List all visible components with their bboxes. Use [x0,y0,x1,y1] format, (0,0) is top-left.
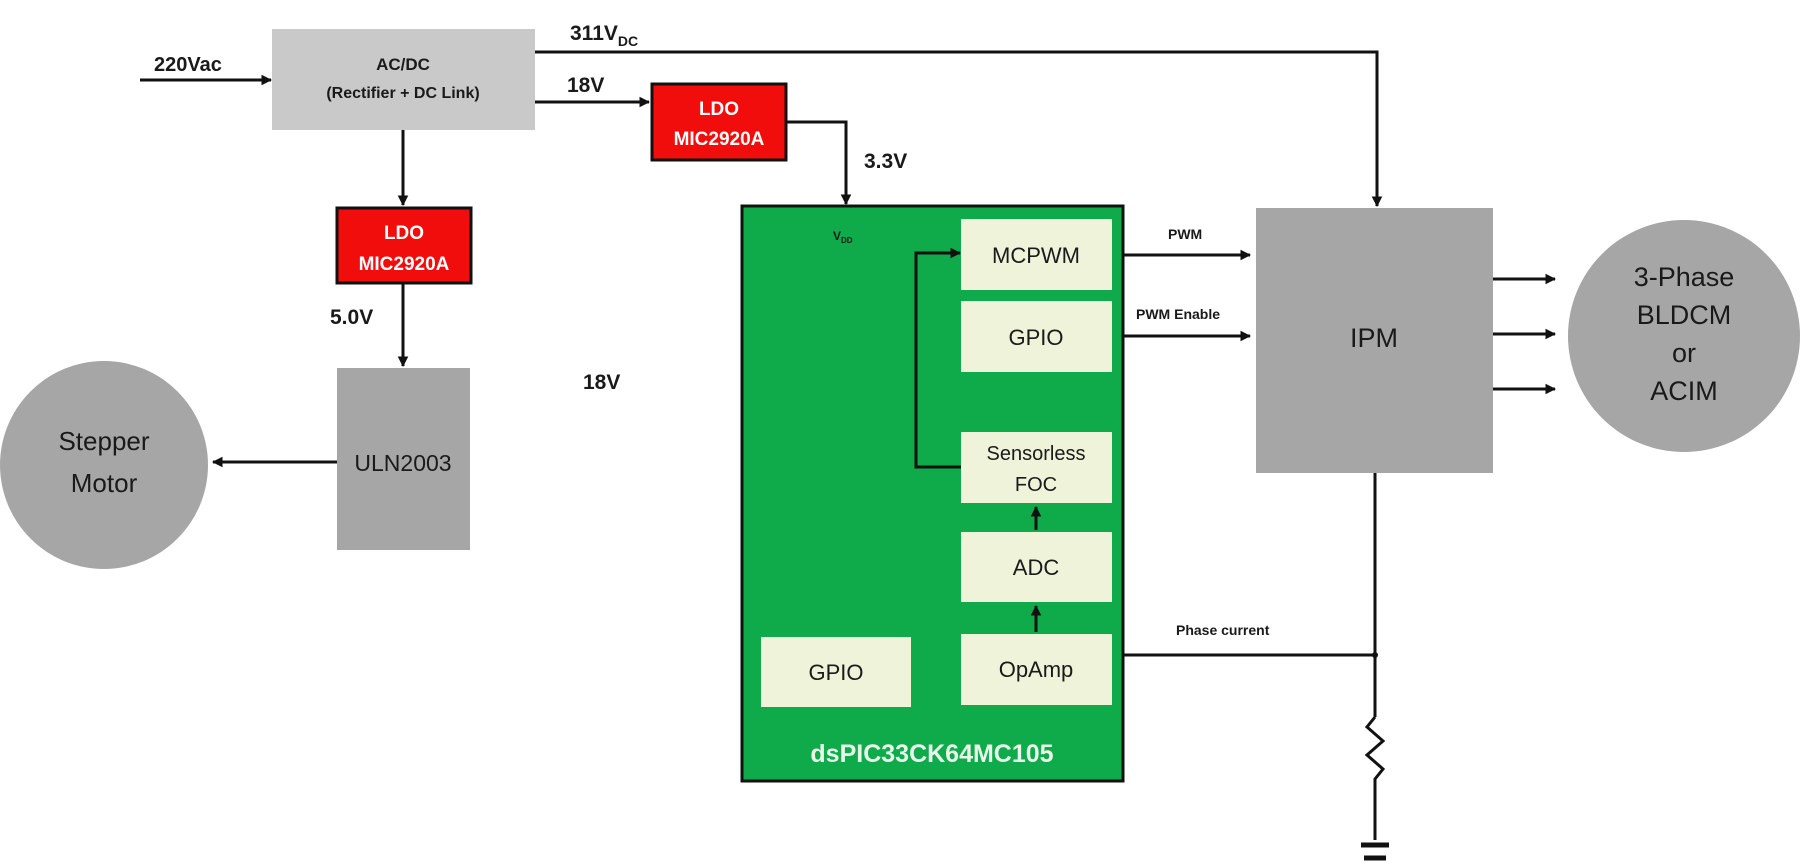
ldo-left-line1: LDO [384,223,424,244]
ldo-left-line2: MIC2920A [359,254,450,275]
rail-3v3-wire [786,120,852,206]
pwm-enable-label: PWM Enable [1136,306,1220,322]
acdc-subtitle: (Rectifier + DC Link) [326,85,479,102]
input-label: 220Vac [154,54,222,76]
stepper-line2: Motor [71,468,138,498]
motor-line2: BLDCM [1637,300,1732,330]
acdc-block [272,29,535,130]
adc-label: ADC [1013,555,1060,580]
ldo-top-line2: MIC2920A [674,129,765,150]
ipm-block [1256,208,1493,473]
phase-current-label: Phase current [1176,622,1270,638]
ldo-left-block [335,206,473,285]
gpio-left-block [761,637,911,707]
dc-bus-label: 311VDC [570,22,638,49]
foc-line1: Sensorless [987,443,1086,465]
junction-dot [1372,652,1378,658]
ldo-top-block [650,82,788,162]
acdc-title: AC/DC [376,55,430,74]
rail-3v3-label: 3.3V [864,150,907,173]
pwm-label: PWM [1168,226,1202,242]
gpio-right-label: GPIO [1008,325,1063,350]
shunt-resistor [1364,716,1386,840]
dc-bus-wire [535,50,1383,208]
stepper-motor [0,361,208,569]
mcpwm-label: MCPWM [992,243,1080,268]
foc-block [961,432,1112,503]
ipm-label: IPM [1350,323,1398,353]
adc-block [961,532,1112,602]
opamp-label: OpAmp [999,657,1074,682]
gpio-left-label: GPIO [808,660,863,685]
rail-18v-top-label: 18V [567,74,604,97]
stepper-line1: Stepper [58,426,149,456]
mcu-label: dsPIC33CK64MC105 [810,740,1053,768]
uln2003-label: ULN2003 [354,450,451,476]
uln2003-block [337,368,470,550]
opamp-block [961,634,1112,705]
ldo-top-line1: LDO [699,99,739,120]
mcpwm-block [961,219,1112,290]
rail-5v-label: 5.0V [330,306,373,329]
motor-line1: 3-Phase [1634,262,1735,292]
gpio-right-block [961,301,1112,372]
three-phase-motor [1568,220,1800,452]
foc-loop-wire [914,247,962,469]
motor-line3: or [1672,338,1696,368]
foc-line2: FOC [1015,474,1057,496]
vdd-label: VDD [833,229,853,245]
rail-18v-mid-label: 18V [583,371,620,394]
motor-line4: ACIM [1650,376,1718,406]
